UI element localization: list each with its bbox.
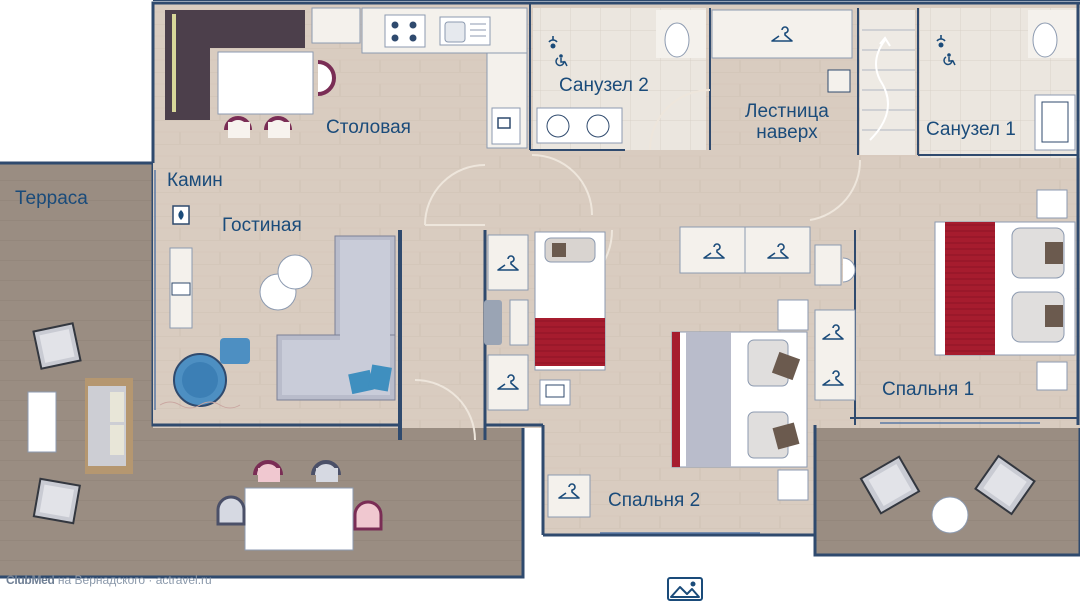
bedroom-1-label: Спальня 1 [882, 379, 975, 400]
bathroom-2-label: Санузел 2 [559, 75, 649, 96]
bathroom-1-label: Санузел 1 [926, 119, 1016, 140]
dining-set [165, 10, 336, 138]
bathroom-1-fixtures [936, 10, 1076, 151]
single-bed [534, 231, 606, 406]
wardrobes-center [484, 226, 856, 518]
kitchen [311, 7, 528, 149]
balcony-furniture [859, 454, 1036, 534]
fireplace-label: Камин [167, 170, 223, 191]
watermark: ClubMed на Вернадского · actravel.ru [6, 573, 212, 587]
terrace-label: Терраса [15, 188, 88, 209]
fireplace-icon [172, 205, 190, 225]
living-room-label: Гостиная [222, 215, 302, 236]
stairs-label: Лестница наверх [745, 101, 829, 143]
wardrobes-top [711, 9, 853, 93]
watermark-brand: ClubMed [6, 573, 55, 587]
walls [151, 0, 1080, 537]
watermark-text: на Вернадского · actravel.ru [57, 573, 212, 587]
dining-room-label: Столовая [326, 117, 411, 138]
staircase [862, 29, 915, 141]
double-bed-bedroom-1 [814, 189, 1076, 391]
stairs-label-line2: наверх [756, 122, 818, 143]
balcony-area [813, 423, 1080, 557]
living-room-furniture [159, 235, 396, 409]
image-gallery-icon[interactable] [666, 576, 704, 602]
bedroom-2-label: Спальня 2 [608, 490, 701, 511]
stairs-label-line1: Лестница [745, 101, 829, 122]
bathroom-2-fixtures [536, 10, 706, 144]
terrace-furniture [27, 322, 383, 551]
windows [154, 170, 1040, 534]
double-bed-bedroom-2 [671, 299, 809, 501]
